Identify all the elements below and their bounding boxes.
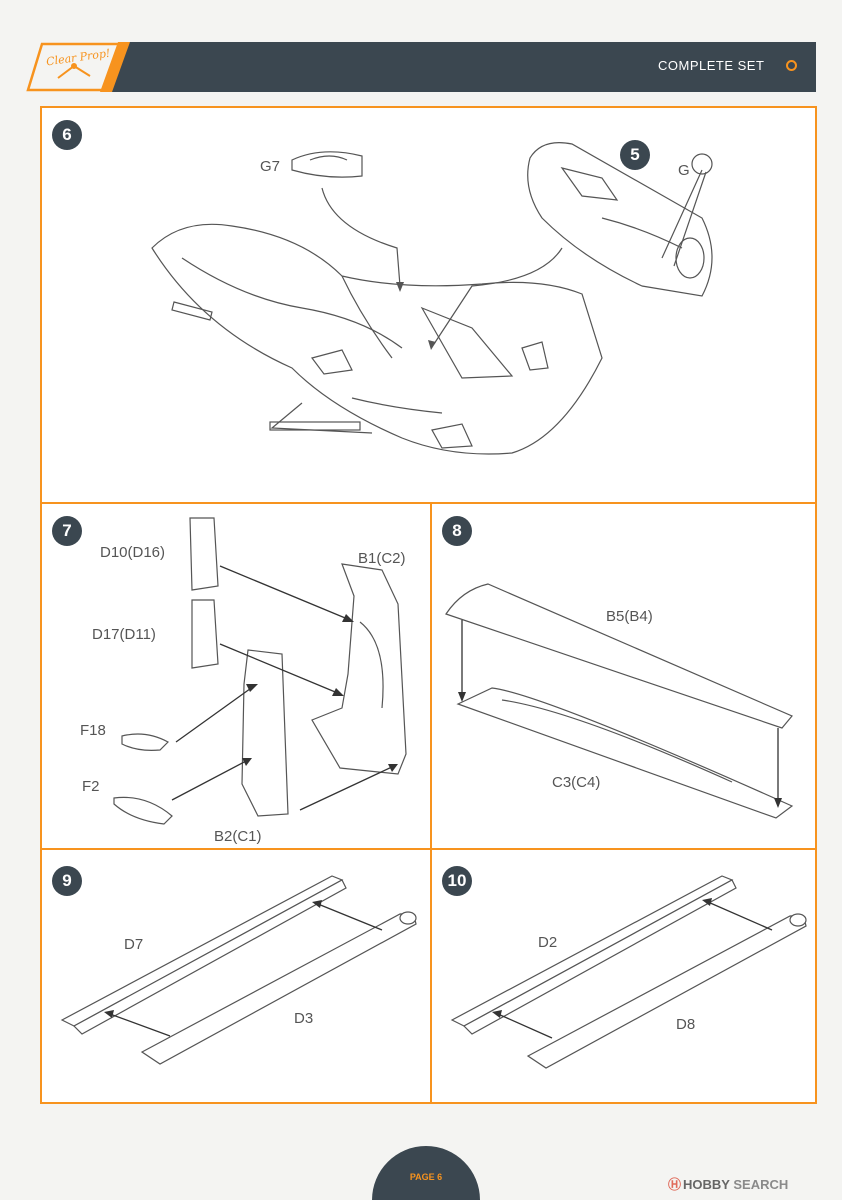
part-label-d8: D8 (676, 1016, 696, 1033)
part-label-g: G (678, 162, 690, 179)
section-title: COMPLETE SET (658, 58, 765, 73)
hobby-search-logo-icon: Ⓗ (668, 1177, 682, 1192)
part-label-d2: D2 (538, 934, 558, 951)
page-number: PAGE 6 (409, 1172, 443, 1182)
step-number-badge: 6 (52, 120, 82, 150)
step-9-panel: 9 D7 D3 (40, 848, 432, 1104)
propeller-logo-icon (26, 42, 124, 92)
part-label-f2: F2 (82, 778, 100, 795)
step-number-badge: 9 (52, 866, 82, 896)
part-label-d3: D3 (294, 1010, 314, 1027)
inset-step-number-badge: 5 (620, 140, 650, 170)
step-8-illustration (445, 583, 794, 819)
step-number-badge: 7 (52, 516, 82, 546)
step-9-illustration (60, 875, 417, 1065)
watermark-suffix: SEARCH (733, 1177, 789, 1192)
step-6-panel: 6 5 G7 G (40, 106, 817, 504)
watermark-brand: HOBBY (683, 1177, 730, 1192)
part-label-d17-d11: D17(D11) (92, 626, 156, 643)
step-7-panel: 7 D10(D16) B1(C2) D17(D11) F18 F2 B2(C1) (40, 502, 432, 850)
step-8-panel: 8 B5(B4) C3(C4) (430, 502, 817, 850)
part-label-b2-c1: B2(C1) (214, 828, 262, 845)
step-10-panel: 10 D2 D8 (430, 848, 817, 1104)
header-bar: Clear Prop! COMPLETE SET (18, 38, 816, 94)
step-number-badge: 10 (442, 866, 472, 896)
step-6-illustration (151, 142, 713, 455)
part-label-d7: D7 (124, 936, 144, 953)
page-footer-tab: PAGE 6 (372, 1146, 480, 1200)
part-label-b1-c2: B1(C2) (358, 550, 406, 567)
brand-logo: Clear Prop! (18, 38, 138, 94)
step-10-illustration (450, 875, 807, 1069)
step-7-illustration (113, 517, 407, 825)
part-label-g7: G7 (260, 158, 281, 175)
part-label-b5-b4: B5(B4) (606, 608, 653, 625)
step-number-badge: 8 (442, 516, 472, 546)
part-label-c3-c4: C3(C4) (552, 774, 601, 791)
part-label-f18: F18 (80, 722, 106, 739)
part-label-d10-d16: D10(D16) (100, 544, 166, 561)
section-dot-icon (786, 60, 797, 71)
